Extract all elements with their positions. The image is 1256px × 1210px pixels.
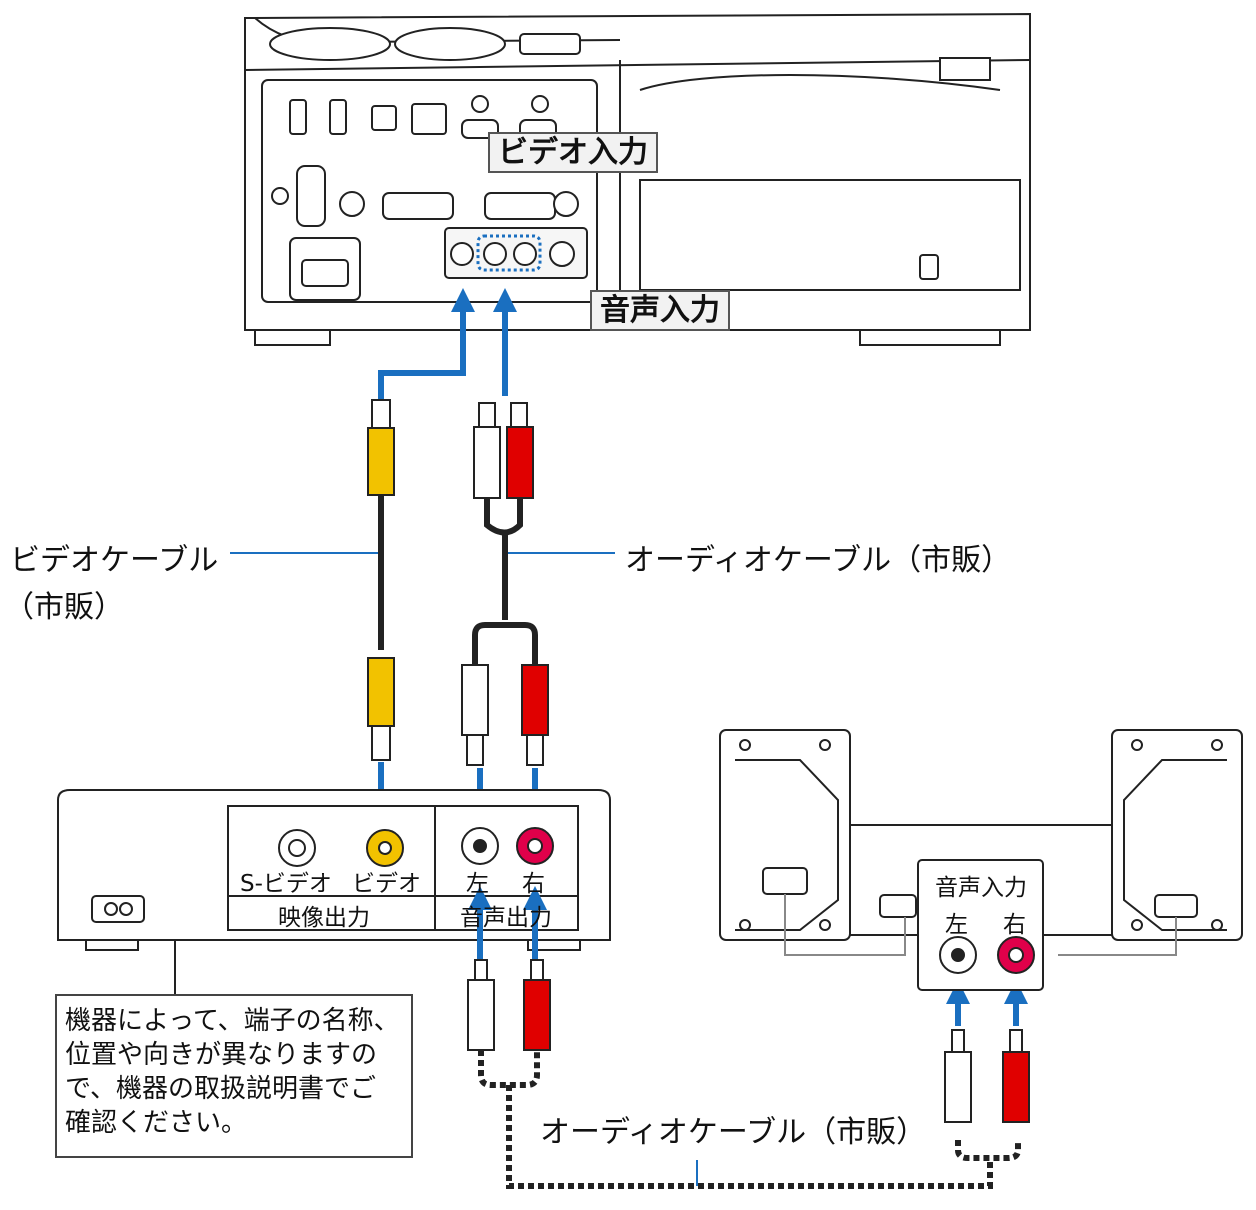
video-cable-label-sub: （市販） — [4, 590, 124, 625]
note-line: 確認ください。 — [65, 1108, 248, 1138]
video-cable-label: ビデオケーブル — [10, 543, 219, 578]
video-input-callout: ビデオ入力 — [488, 132, 658, 173]
speaker-audio-input-label: 音声入力 — [935, 875, 1027, 901]
speakers — [719, 729, 1243, 991]
audio-cable-upper-label: オーディオケーブル（市販） — [625, 543, 1012, 578]
audio-output-group-label: 音声出力 — [460, 905, 552, 931]
audio-input-callout: 音声入力 — [590, 290, 730, 331]
video-jack-label: ビデオ — [352, 871, 421, 897]
speaker-right-label: 右 — [1003, 912, 1026, 938]
left-jack-label: 左 — [466, 871, 489, 897]
note-line: で、機器の取扱説明書でご — [65, 1074, 376, 1104]
note-line: 機器によって、端子の名称、 — [65, 1006, 400, 1036]
note-line: 位置や向きが異なりますの — [65, 1040, 378, 1070]
av-device — [57, 789, 611, 951]
audio-cable-lower — [467, 886, 1030, 1189]
svideo-jack-label: S-ビデオ — [240, 871, 332, 897]
audio-cable-upper — [461, 288, 549, 820]
right-jack-label: 右 — [522, 871, 545, 897]
video-cable — [367, 288, 475, 820]
speaker-left-label: 左 — [945, 912, 968, 938]
video-output-group-label: 映像出力 — [278, 905, 370, 931]
audio-cable-lower-label: オーディオケーブル（市販） — [540, 1115, 927, 1150]
note-box: 機器によって、端子の名称、 位置や向きが異なりますの で、機器の取扱説明書でご … — [55, 994, 413, 1158]
